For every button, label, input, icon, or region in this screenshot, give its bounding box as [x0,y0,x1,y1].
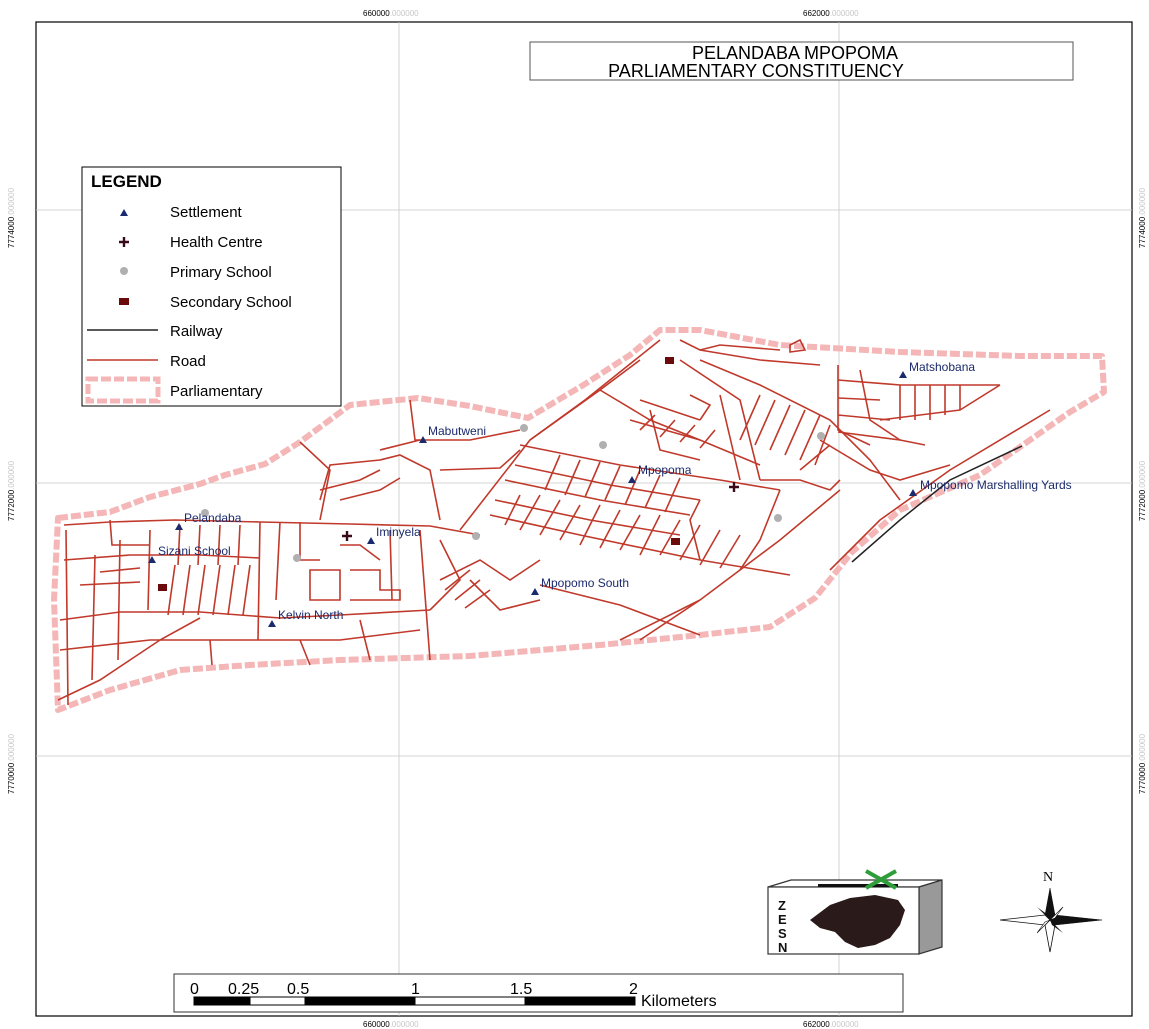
place-label-iminyela: Iminyela [376,525,421,539]
ballot-slot [818,884,898,887]
zimbabwe-map-icon [810,895,905,948]
scale-tick-2: 2 [629,981,638,998]
north-arrow: N [999,870,1103,953]
title-box: PELANDABA MPOPOMA PARLIAMENTARY CONSTITU… [529,41,1074,81]
legend-label-health-centre: Health Centre [170,234,263,251]
settlement-marker [909,489,917,496]
place-labels: Matshobana Mabutweni Mpopoma Mpopomo Mar… [158,360,1072,622]
place-label-sizani-school: Sizani School [158,544,231,558]
settlement-icon [120,209,128,216]
scale-tick-025: 0.25 [228,981,259,998]
settlement-marker [175,523,183,530]
settlement-marker [148,556,156,563]
primary-school-marker [817,432,825,440]
title-line-1: PELANDABA MPOPOMA [692,43,898,63]
primary-school-marker [293,554,301,562]
scale-bar: 0 0.25 0.5 1 1.5 2 Kilometers [173,973,904,1013]
zesn-logo: Z E S N [767,869,943,955]
secondary-schools [158,357,680,591]
primary-school-marker [201,509,209,517]
railway-line [851,445,1023,563]
settlement-marker [367,537,375,544]
place-label-mpopomo-south: Mpopomo South [541,576,629,590]
primary-school-marker [472,532,480,540]
coord-bottom-660000: 660000.000000 [363,1020,419,1029]
legend: LEGEND Settlement Health Centre Primary … [81,166,342,407]
secondary-school-marker [158,584,167,591]
coord-left-7772000: 7772000.000000 [7,460,16,521]
legend-label-primary-school: Primary School [170,264,272,281]
primary-school-marker [520,424,528,432]
primary-school-marker [774,514,782,522]
coord-right-7770000: 7770000.000000 [1138,733,1147,794]
parliamentary-boundary-icon [85,376,161,404]
coord-top-662000: 662000.000000 [803,9,859,18]
coord-right-7772000: 7772000.000000 [1138,460,1147,521]
primary-schools [201,424,825,562]
legend-label-settlement: Settlement [170,204,243,221]
place-label-pelandaba: Pelandaba [184,511,242,525]
road-network [57,338,1051,706]
coord-right-7774000: 7774000.000000 [1138,187,1147,248]
logo-letter: Z [778,898,786,913]
legend-title: LEGEND [91,172,162,191]
title-line-2: PARLIAMENTARY CONSTITUENCY [608,61,904,81]
place-label-mpopomo-marshalling-yards: Mpopomo Marshalling Yards [920,478,1072,492]
place-label-matshobana: Matshobana [909,360,975,374]
legend-label-road: Road [170,353,206,370]
check-mark-icon [865,869,897,890]
logo-letter: S [778,926,787,941]
settlement-marker [628,476,636,483]
place-label-kelvin-north: Kelvin North [278,608,343,622]
scale-tick-15: 1.5 [510,981,532,998]
settlements [148,371,917,627]
legend-label-secondary-school: Secondary School [170,294,292,311]
place-label-mpopoma: Mpopoma [638,463,692,477]
secondary-school-icon [119,298,129,305]
primary-school-icon [120,267,128,275]
settlement-marker [419,436,427,443]
legend-label-parliamentary: Parliamentary [170,383,263,400]
coord-top-660000: 660000.000000 [363,9,419,18]
settlement-marker [268,620,276,627]
scale-unit: Kilometers [641,993,717,1010]
health-centre-marker [342,531,352,541]
place-label-mabutweni: Mabutweni [428,424,486,438]
coord-left-7770000: 7770000.000000 [7,733,16,794]
health-centres [342,482,739,541]
settlement-marker [531,588,539,595]
secondary-school-marker [671,538,680,545]
coord-bottom-662000: 662000.000000 [803,1020,859,1029]
health-centre-marker [729,482,739,492]
secondary-school-marker [665,357,674,364]
scale-tick-1: 1 [411,981,420,998]
north-label: N [1043,870,1053,885]
settlement-marker [899,371,907,378]
primary-school-marker [599,441,607,449]
logo-letter: N [778,940,787,955]
scale-tick-0: 0 [190,981,199,998]
scale-tick-05: 0.5 [287,981,309,998]
legend-label-railway: Railway [170,323,223,340]
constituency-boundary [51,327,1107,713]
logo-letter: E [778,912,787,927]
health-centre-icon [119,237,129,247]
coord-left-7774000: 7774000.000000 [7,187,16,248]
